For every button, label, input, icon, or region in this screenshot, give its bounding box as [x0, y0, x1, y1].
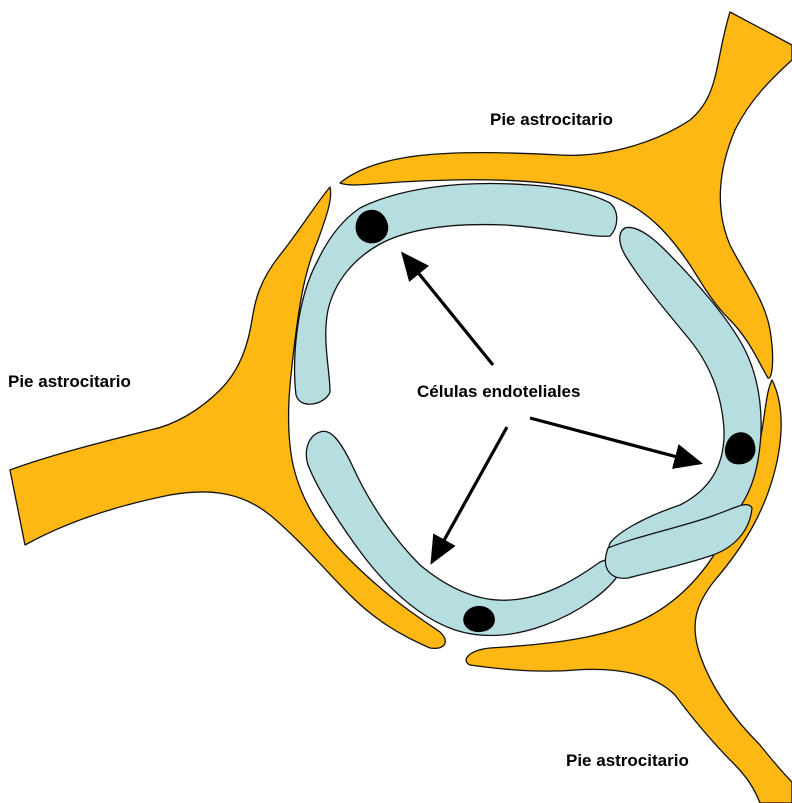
endothelial-cell-1 [295, 184, 617, 405]
endothelial-cell-3 [306, 431, 621, 635]
astrocyte-feet [10, 12, 792, 803]
arrow-to-top-left-cell [403, 254, 493, 365]
label-astro-bottom: Pie astrocitario [566, 751, 689, 770]
arrow-to-bottom-cell [432, 427, 507, 562]
astrocyte-foot-left [10, 187, 445, 648]
label-astro-top: Pie astrocitario [490, 110, 613, 129]
label-endothelial-cells: Células endoteliales [417, 382, 580, 401]
arrow-to-right-cell [530, 418, 700, 463]
label-astro-left: Pie astrocitario [8, 372, 131, 391]
